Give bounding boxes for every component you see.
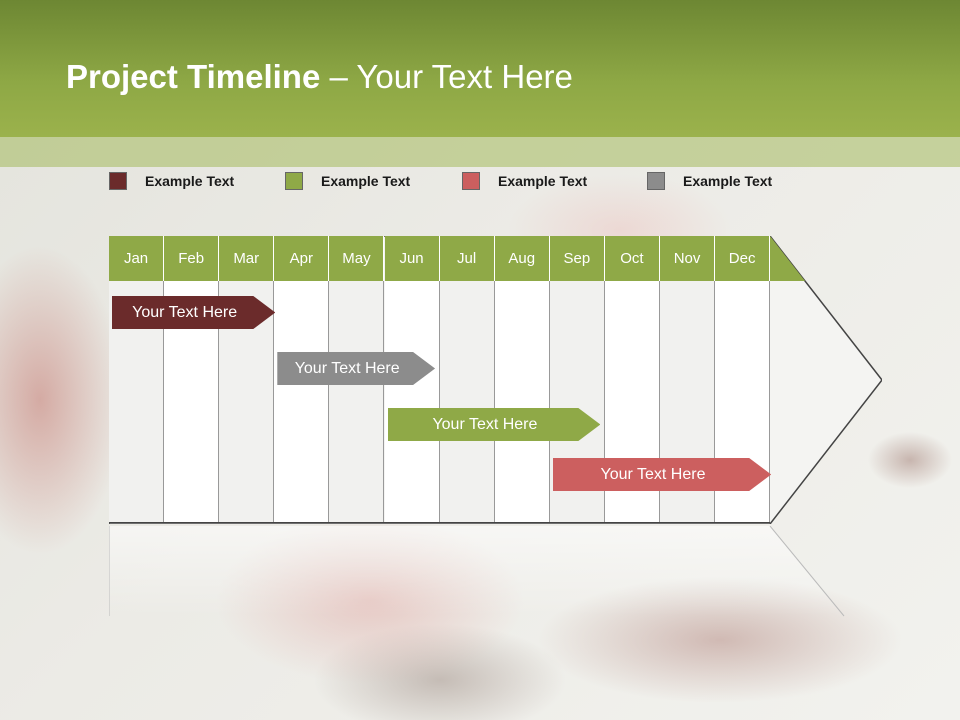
legend-label: Example Text	[498, 173, 588, 189]
timeline-reflection	[109, 526, 845, 617]
month-header-jul: Jul	[439, 236, 495, 281]
month-header-oct: Oct	[604, 236, 660, 281]
task-bar[interactable]: Your Text Here	[112, 296, 275, 329]
title-bar	[0, 0, 960, 137]
month-header-nov: Nov	[660, 236, 716, 281]
month-header-feb: Feb	[164, 236, 220, 281]
title-band	[0, 137, 960, 167]
month-header-sep: Sep	[549, 236, 605, 281]
reflection-fill	[109, 526, 844, 616]
month-column	[494, 281, 550, 522]
title-rest: – Your Text Here	[320, 58, 573, 95]
arrow-header-tip	[770, 236, 805, 281]
month-column	[439, 281, 495, 522]
title-bold: Project Timeline	[66, 58, 321, 95]
month-column	[329, 281, 385, 522]
reflection-edge	[769, 526, 845, 617]
task-bar[interactable]: Your Text Here	[553, 458, 771, 491]
month-header-jan: Jan	[109, 236, 165, 281]
legend-item: Example Text	[285, 171, 410, 191]
legend-swatch	[462, 172, 480, 190]
legend-swatch	[647, 172, 665, 190]
legend-swatch	[109, 172, 127, 190]
legend-label: Example Text	[683, 173, 773, 189]
slide-title: Project Timeline – Your Text Here	[66, 58, 573, 96]
month-column	[274, 281, 330, 522]
month-header-dec: Dec	[715, 236, 771, 281]
chart-bottom-line	[109, 522, 771, 523]
task-bar[interactable]: Your Text Here	[277, 352, 435, 385]
legend-item: Example Text	[462, 171, 587, 191]
legend-label: Example Text	[145, 173, 235, 189]
month-header-aug: Aug	[494, 236, 550, 281]
legend-item: Example Text	[647, 171, 772, 191]
month-header-jun: Jun	[384, 236, 440, 281]
legend-label: Example Text	[321, 173, 411, 189]
month-header-may: May	[329, 236, 385, 281]
month-column	[384, 281, 440, 522]
month-header-apr: Apr	[274, 236, 330, 281]
month-header-mar: Mar	[219, 236, 275, 281]
legend-swatch	[285, 172, 303, 190]
task-bar[interactable]: Your Text Here	[388, 408, 601, 441]
legend-item: Example Text	[109, 171, 234, 191]
